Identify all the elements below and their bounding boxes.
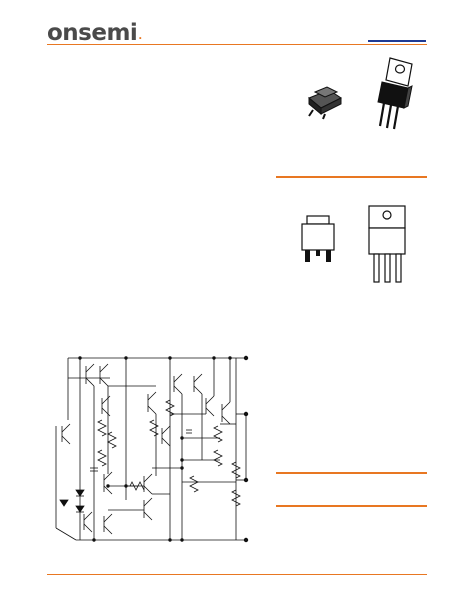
header-rule — [47, 44, 427, 45]
to220-package-icon — [372, 56, 418, 130]
section-rule-2 — [276, 472, 427, 474]
logo-mark: . — [138, 31, 142, 42]
section-rule-1 — [276, 176, 427, 178]
footer-rule — [47, 574, 427, 575]
dpak-outline-icon — [298, 214, 338, 266]
to220-outline-icon — [365, 204, 409, 284]
logo-text: onsemi — [47, 20, 138, 46]
section-rule-3 — [276, 505, 427, 507]
datasheet-link[interactable] — [368, 24, 426, 42]
onsemi-logo: onsemi. — [47, 20, 142, 46]
schematic-diagram — [46, 350, 252, 546]
dpak-package-icon — [303, 84, 345, 120]
